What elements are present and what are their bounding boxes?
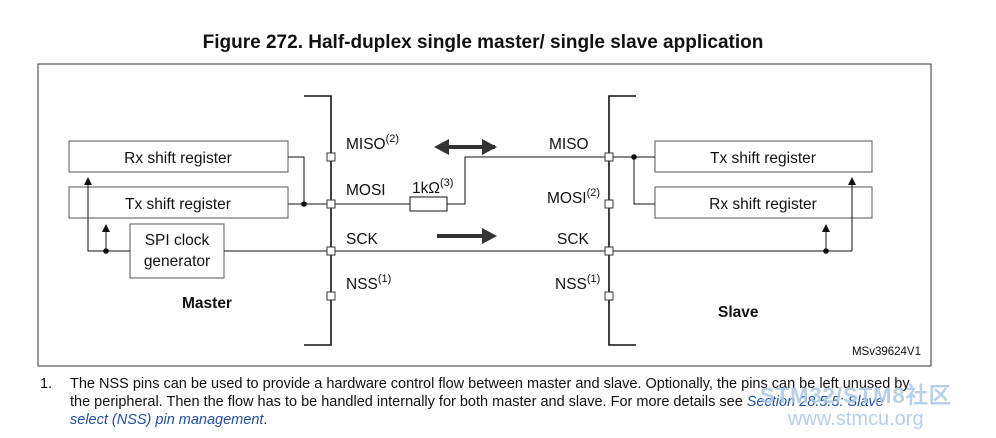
figure-title: Figure 272. Half-duplex single master/ s… bbox=[202, 32, 764, 53]
master-rx-shift-register bbox=[68, 140, 289, 173]
slave-rx-register-label: Rx shift register bbox=[709, 196, 817, 213]
slave-rx-shift-register bbox=[654, 186, 873, 219]
slave-wiring bbox=[609, 156, 856, 252]
master-clock-junction bbox=[103, 248, 109, 254]
slave-sck-label: SCK bbox=[557, 231, 590, 248]
watermark-line2: www.stmcu.org bbox=[788, 408, 924, 430]
master-tx-shift-register bbox=[68, 186, 289, 219]
footnote-text: The NSS pins can be used to provide a ha… bbox=[70, 375, 920, 429]
clock-label-line2: generator bbox=[144, 253, 210, 270]
resistor-1k bbox=[409, 196, 448, 212]
slave-miso-label: MISO bbox=[549, 136, 589, 153]
slave-miso-junction bbox=[631, 154, 637, 160]
slave-mosi-label: MOSI(2) bbox=[547, 187, 600, 207]
spi-half-duplex-diagram: Rx shift register Tx shift register SPI … bbox=[37, 63, 932, 367]
footnote: 1. The NSS pins can be used to provide a… bbox=[40, 375, 920, 429]
slave-tx-shift-register bbox=[654, 140, 873, 173]
slave-nss-label: NSS(1) bbox=[555, 273, 600, 293]
slave-tx-register-label: Tx shift register bbox=[710, 150, 816, 167]
section-link[interactable]: Section 28.5.5: Slave select (NSS) pin m… bbox=[70, 394, 884, 428]
master-name: Master bbox=[182, 295, 232, 312]
master-device-edge bbox=[304, 95, 332, 346]
slave-clock-junction bbox=[823, 248, 829, 254]
master-pins bbox=[326, 152, 336, 301]
master-rx-register-label: Rx shift register bbox=[124, 150, 232, 167]
master-sck-label: SCK bbox=[346, 231, 379, 248]
slave-device-edge bbox=[608, 95, 636, 346]
master-mosi-label: MOSI bbox=[346, 182, 386, 199]
resistor-label: 1kΩ(3) bbox=[412, 177, 453, 197]
footnote-end: . bbox=[263, 412, 268, 428]
bus-wiring bbox=[331, 156, 609, 252]
footnote-body: The NSS pins can be used to provide a ha… bbox=[70, 376, 910, 410]
figure-id-label: MSv39624V1 bbox=[852, 346, 921, 358]
clock-label-line1: SPI clock bbox=[145, 232, 210, 249]
master-mosi-junction bbox=[301, 201, 307, 207]
sck-direction-arrow bbox=[437, 228, 497, 244]
master-miso-label: MISO(2) bbox=[346, 133, 399, 153]
watermark: STM32/STM8社区 www.stmcu.org bbox=[760, 378, 996, 431]
master-tx-register-label: Tx shift register bbox=[125, 196, 231, 213]
spi-clock-generator bbox=[129, 223, 225, 279]
slave-name: Slave bbox=[718, 304, 759, 321]
miso-bidirectional-arrow bbox=[434, 139, 497, 155]
watermark-line1: STM32/STM8社区 bbox=[760, 383, 952, 408]
slave-pins bbox=[604, 152, 614, 301]
figure-frame bbox=[37, 63, 932, 367]
master-nss-label: NSS(1) bbox=[346, 273, 391, 293]
footnote-number: 1. bbox=[40, 376, 53, 392]
master-wiring bbox=[84, 156, 331, 252]
